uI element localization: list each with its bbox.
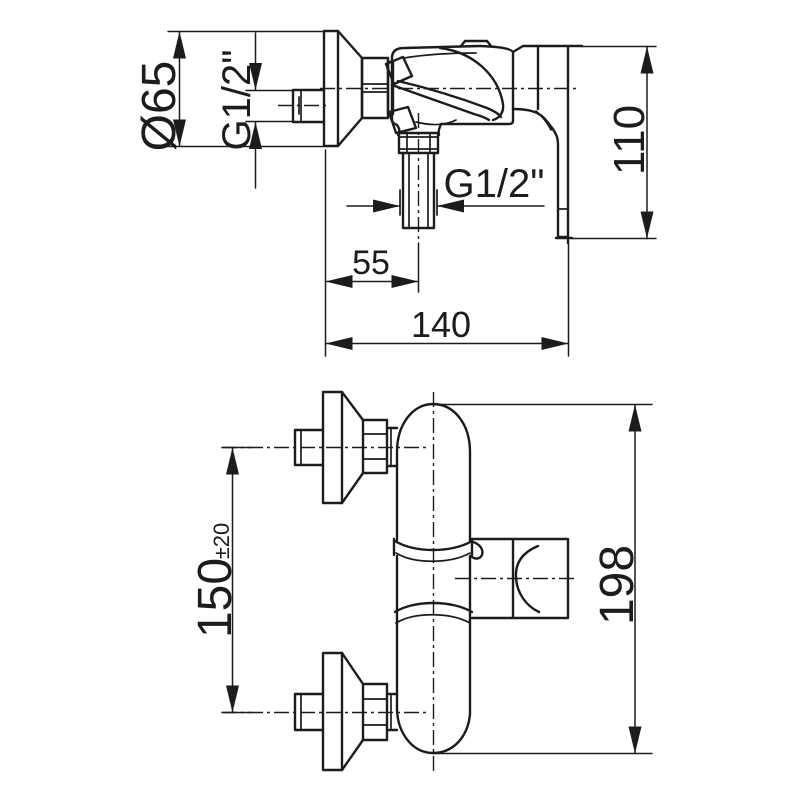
union-nut <box>360 56 390 120</box>
upper-collar-inner <box>395 552 471 562</box>
bottom-union-stub <box>385 692 399 732</box>
ext-inlet-thread <box>245 89 294 123</box>
arrow-right <box>541 337 569 350</box>
spout-curl <box>468 539 484 560</box>
arrow-down <box>173 119 186 147</box>
cartridge-cap-bump <box>459 39 493 48</box>
label-total-height: 198 <box>591 545 644 625</box>
wall-plate-edge <box>536 44 584 245</box>
dimension-labels: Ø65 G1/2" 110 G1/2" 55 140 150 ±20 198 <box>133 50 654 639</box>
top-escutcheon-cone <box>340 390 365 505</box>
bracket-inner-curve <box>535 110 569 210</box>
ext-total-height <box>432 403 653 755</box>
body-rim-line <box>403 52 477 59</box>
bottom-escutcheon-cone <box>340 651 365 772</box>
ext-flange-diameter <box>167 30 325 148</box>
lever-tip <box>384 55 414 86</box>
arrow-down <box>249 63 262 90</box>
label-inlet-thread: G1/2" <box>215 50 259 151</box>
ext-body-height <box>571 45 657 240</box>
dimension-arrows <box>173 31 654 754</box>
arrow-left <box>325 275 353 288</box>
front-bottom-nut-hex-lines <box>362 698 388 726</box>
label-flange-diameter: Ø65 <box>133 61 186 152</box>
arrow-up <box>640 46 654 74</box>
arrow-down <box>640 211 654 239</box>
body-dome-arc <box>438 46 505 122</box>
label-body-height: 110 <box>605 105 654 175</box>
arrow-left <box>325 337 353 350</box>
top-union-stub <box>385 426 399 468</box>
arrow-down <box>628 726 642 754</box>
detail-lines <box>298 52 569 731</box>
lower-collar-inner <box>395 614 471 624</box>
top-view-outline <box>291 29 584 245</box>
arrow-up <box>173 31 186 59</box>
lever-lower-tab <box>387 105 418 135</box>
wall-bracket <box>511 107 560 239</box>
lever-band-outer <box>396 79 503 119</box>
lever-band-inner <box>390 83 491 122</box>
outlet-nut <box>397 131 440 155</box>
ext-outlet-offset <box>324 149 420 357</box>
cartridge-cap <box>511 44 540 111</box>
nut-hex-lines <box>361 83 389 93</box>
arrow-up <box>249 122 262 149</box>
ext-connection-spacing <box>221 446 253 714</box>
top-union-nut <box>361 418 389 475</box>
label-connection-tolerance: ±20 <box>209 523 234 560</box>
label-outlet-offset: 55 <box>352 244 390 282</box>
arrow-up <box>628 404 642 432</box>
bottom-union-nut <box>361 682 389 742</box>
centerlines <box>222 87 580 772</box>
outlet-nut-facets <box>398 132 439 154</box>
label-connection-spacing: 150 <box>189 558 242 638</box>
label-total-depth: 140 <box>411 304 471 345</box>
arrow-down <box>226 685 239 713</box>
spout-lip-curve <box>415 119 457 126</box>
arrow-right <box>391 275 419 288</box>
label-outlet-thread: G1/2" <box>444 162 545 206</box>
arrow-left <box>437 199 464 213</box>
outlet-pipe-thread-lines <box>399 152 438 229</box>
body-sides <box>395 554 472 716</box>
body-left-top <box>390 44 482 123</box>
arrow-up <box>226 447 239 475</box>
front-top-nut-hex-lines <box>362 433 388 460</box>
arrow-right <box>373 199 400 213</box>
